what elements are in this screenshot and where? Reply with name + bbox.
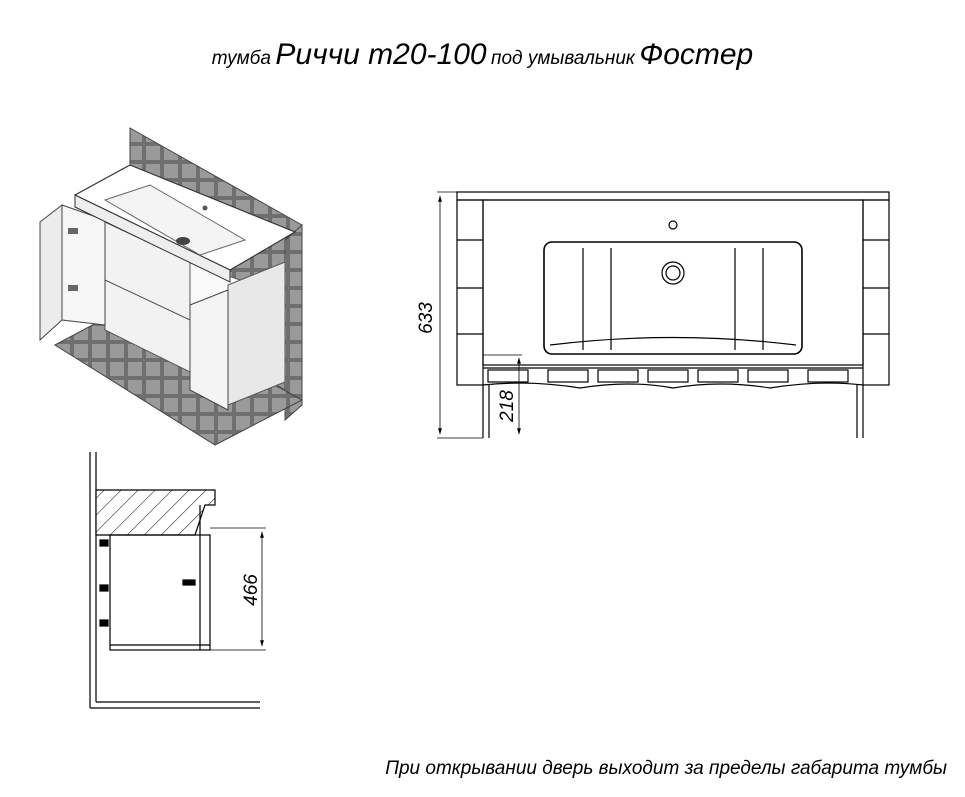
left-wall-panel <box>456 199 484 386</box>
title-model: Риччи т20-100 <box>275 38 487 71</box>
countertop <box>456 191 890 201</box>
drawing-title: тумба Риччи т20-100 под умывальник Фосте… <box>0 38 965 72</box>
right-door <box>189 289 229 411</box>
front-view <box>437 191 890 439</box>
bowl <box>543 241 803 355</box>
isometric-view <box>39 127 304 446</box>
height-dimension-label: 633 <box>416 302 437 334</box>
cabinet-right-side <box>227 261 286 406</box>
sink-bowl <box>103 184 247 256</box>
title-sink: Фостер <box>639 38 754 71</box>
hinge-upper <box>68 228 78 234</box>
sink-drain <box>176 237 190 245</box>
apron <box>482 367 864 389</box>
side-wall-tiles <box>284 223 303 422</box>
leg-dimension-label: 218 <box>497 390 518 423</box>
left-door-inner <box>61 204 106 326</box>
faucet-hole-front <box>668 220 678 230</box>
sink-outline <box>482 199 864 366</box>
sink-edge <box>74 194 231 283</box>
faucet-hole <box>202 205 208 211</box>
door-note: При открывании дверь выходит за пределы … <box>385 758 947 779</box>
left-door <box>39 203 63 342</box>
drain <box>661 261 685 285</box>
handle <box>182 579 196 586</box>
title-prefix: тумба <box>211 48 271 69</box>
hinge-lower <box>68 285 78 291</box>
drawer-line <box>104 279 191 321</box>
cabinet-section <box>109 534 211 651</box>
side-view <box>89 452 266 709</box>
cabinet-dimension-label: 466 <box>241 574 262 606</box>
sink-section-hatched <box>95 489 216 536</box>
title-middle: под умывальник <box>491 48 635 69</box>
right-wall-panel <box>862 199 890 386</box>
